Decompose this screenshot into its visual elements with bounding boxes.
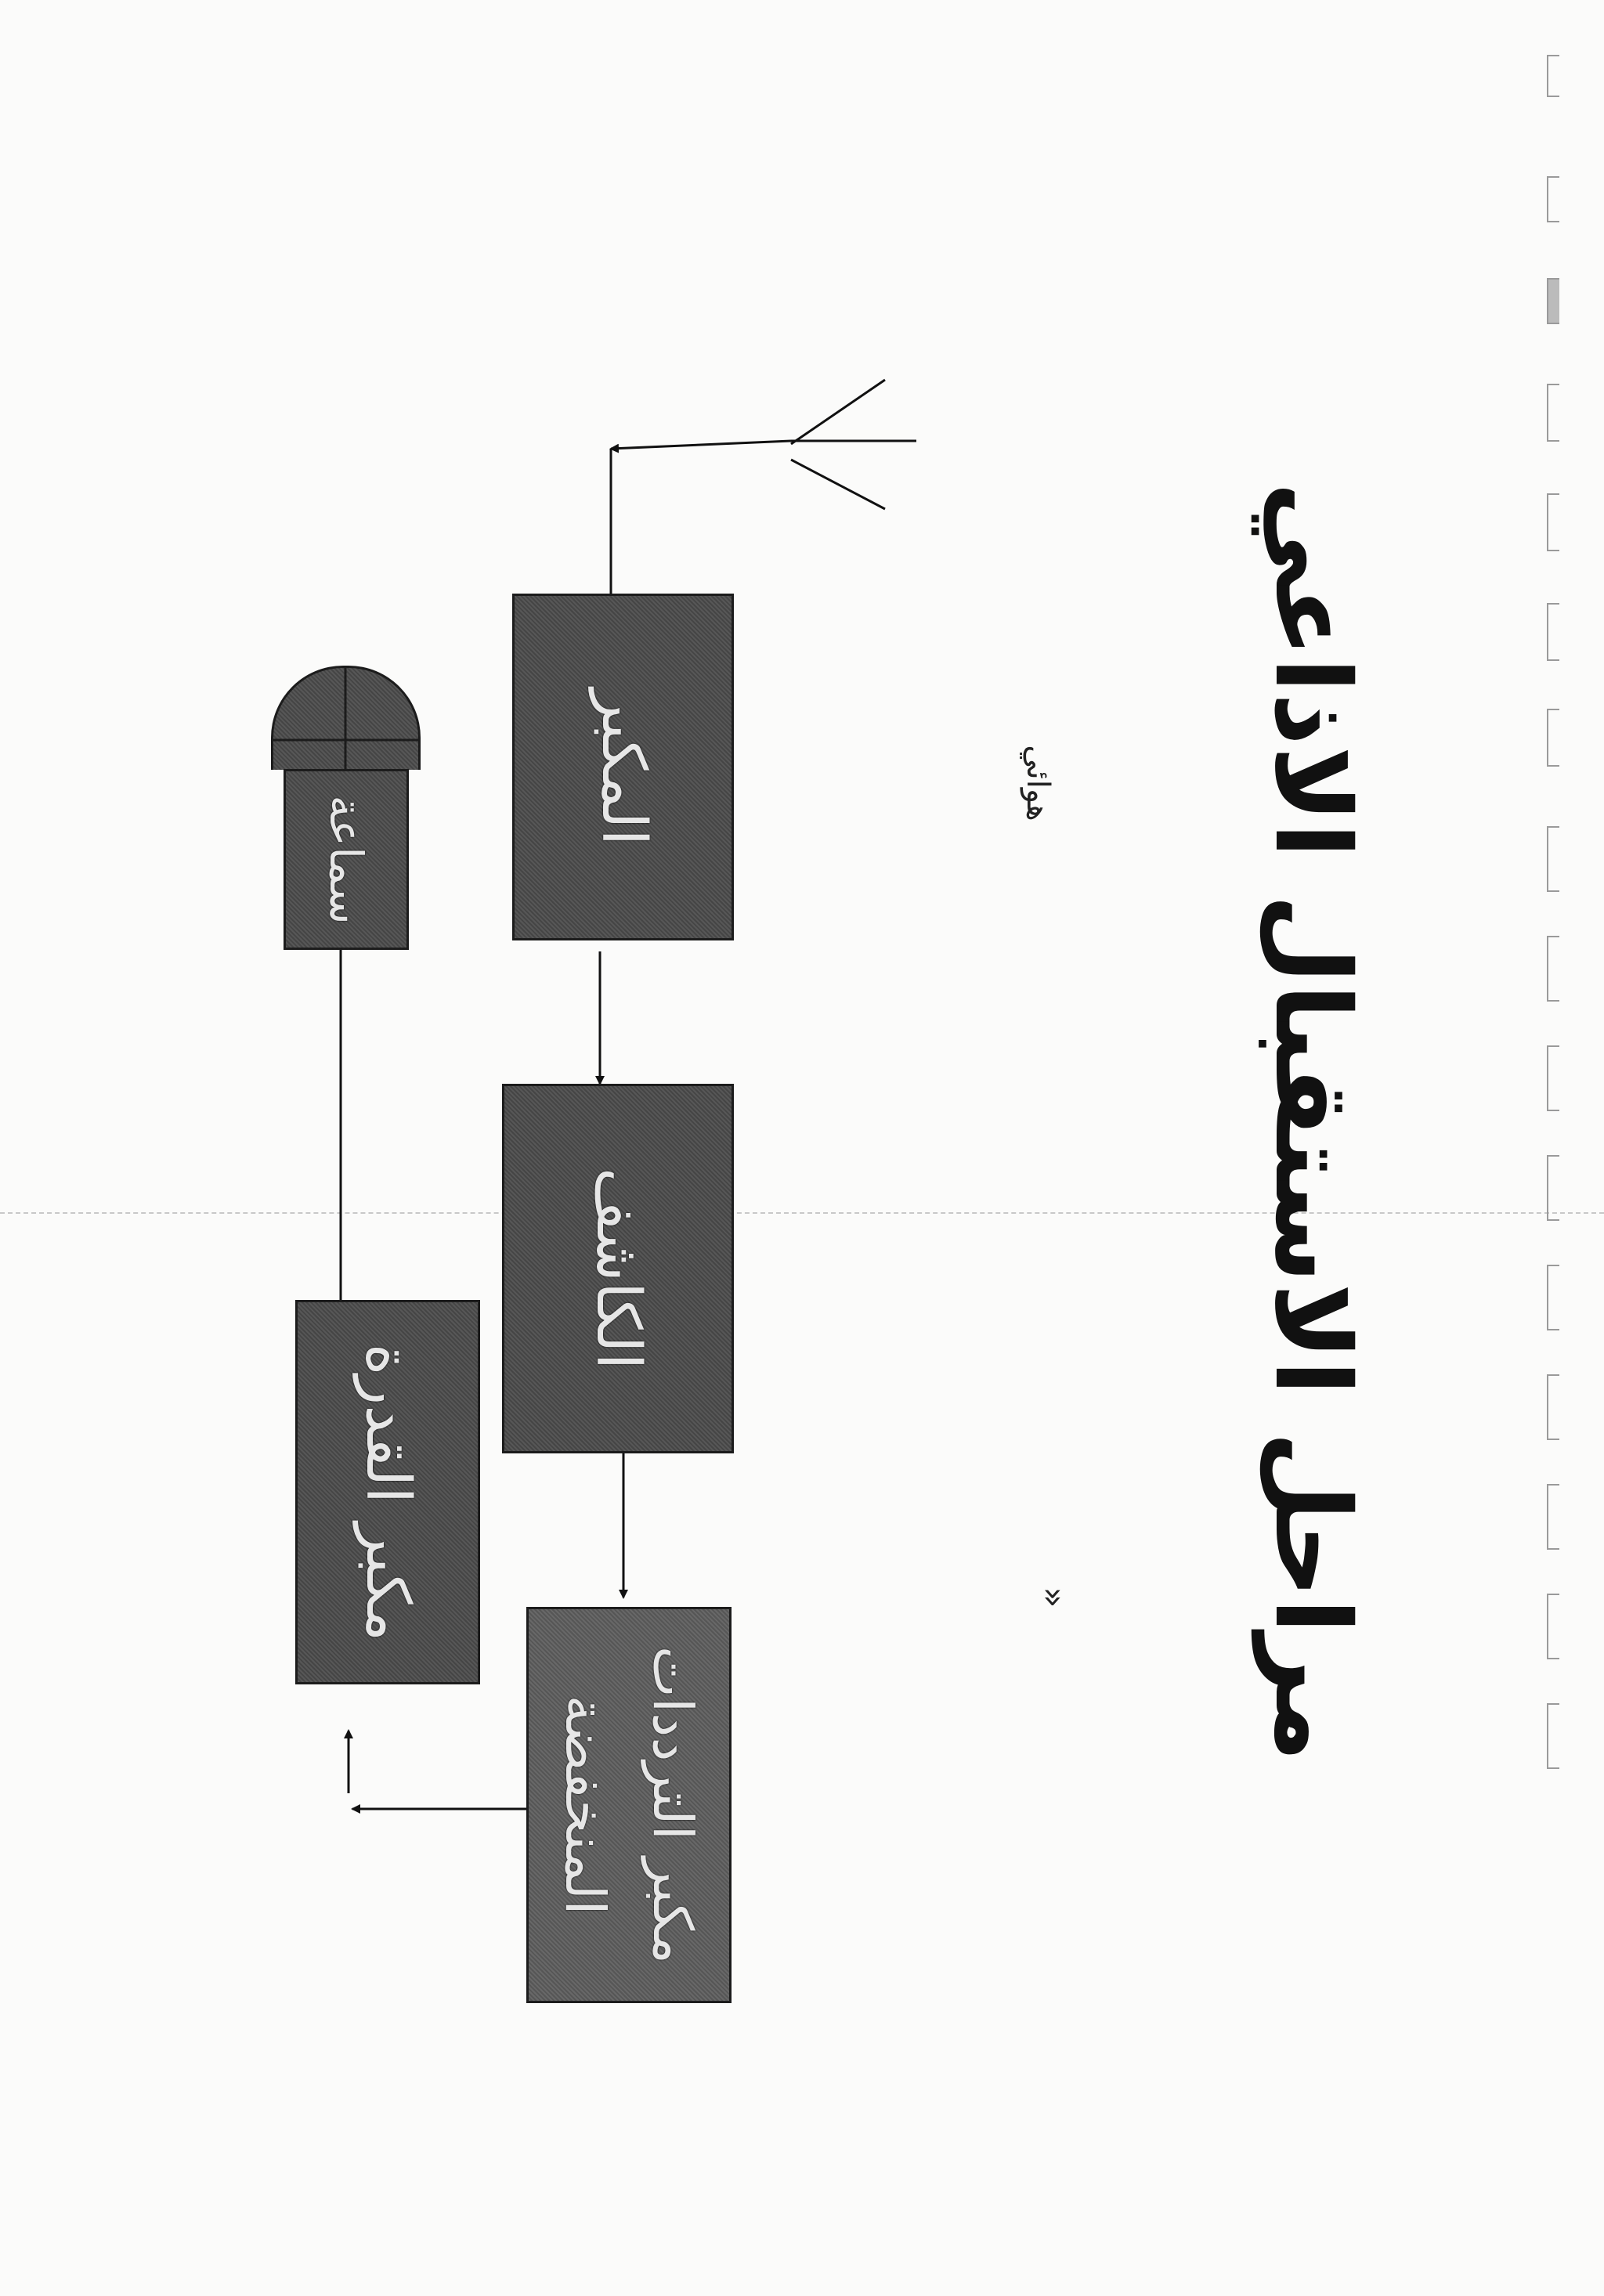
detector-block: الكاشف [502,1084,734,1453]
antenna-to-stage1-line [609,439,792,453]
speaker-block: سماعة [284,769,409,950]
low-frequency-amplifier-label: مكبر الترددات المنخفضة [553,1645,705,1965]
power-amplifier-label: مكبر القدرة [352,1343,423,1641]
detector-label: الكاشف [583,1167,653,1370]
low-frequency-amplifier-block: مكبر الترددات المنخفضة [526,1607,732,2003]
power-amplifier-block: مكبر القدرة [295,1300,480,1684]
antenna-arm-upper [790,378,886,446]
speaker-label: سماعة [320,794,373,925]
amplifier-block: المكبر [512,594,734,940]
scan-fold-line [0,1212,1604,1214]
amplifier-label: المكبر [587,688,659,846]
speaker-icon [271,666,421,770]
antenna-arm-lower [790,458,886,511]
